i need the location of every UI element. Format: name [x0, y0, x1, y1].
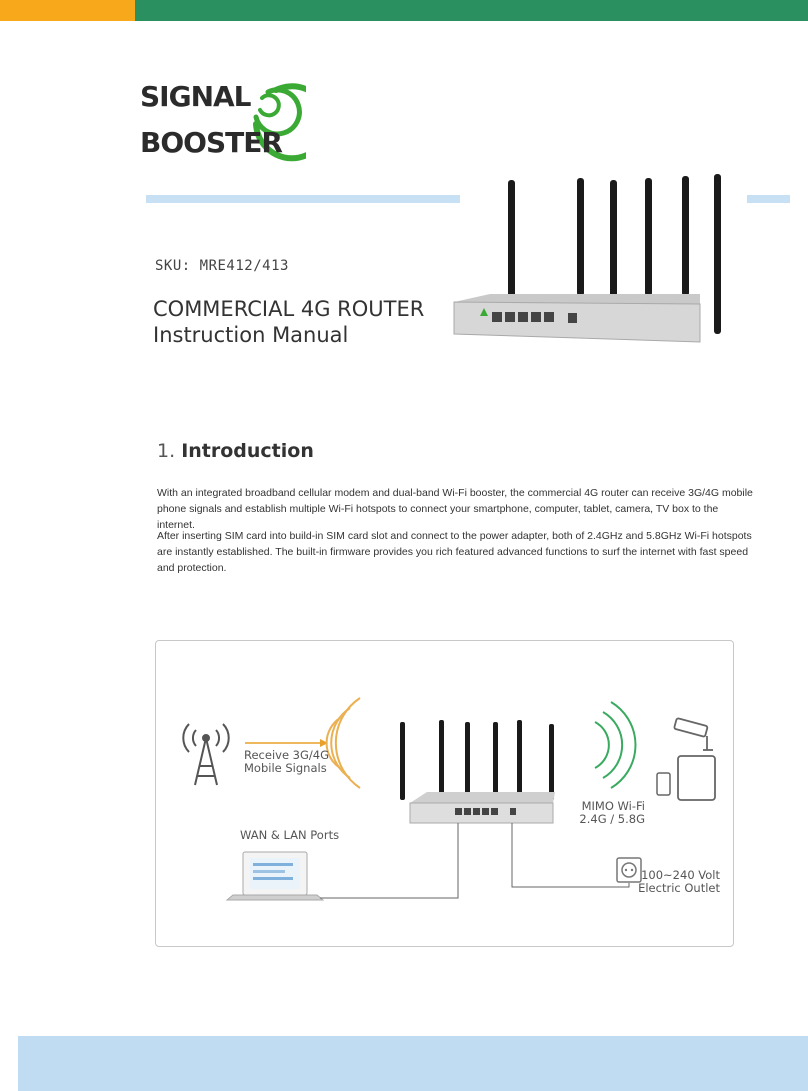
mimo-wifi-label: MIMO Wi-Fi 2.4G / 5.8G — [579, 799, 645, 826]
sku-label: SKU: MRE412/413 — [155, 258, 289, 274]
section-heading: 1. Introduction — [157, 440, 314, 462]
document-title: COMMERCIAL 4G ROUTER — [153, 297, 425, 321]
receive-signals-label: Receive 3G/4G Mobile Signals — [244, 748, 330, 775]
lan-cable — [320, 823, 459, 899]
header-bar-green — [135, 0, 808, 21]
tablet-icon — [677, 755, 716, 801]
electric-outlet-label: 100~240 Volt Electric Outlet — [638, 868, 720, 895]
accent-stripe-left — [146, 195, 460, 203]
intro-paragraph-1: With an integrated broadband cellular mo… — [157, 487, 753, 531]
header-bar-orange — [0, 0, 135, 21]
section-number: 1. — [157, 440, 176, 462]
power-cable — [511, 823, 630, 888]
security-camera-icon — [673, 717, 713, 751]
wifi-waves-icon — [594, 701, 637, 789]
intro-paragraph-2: After inserting SIM card into build-in S… — [157, 530, 752, 574]
mobile-signal-waves-icon — [325, 697, 361, 789]
power-outlet-icon — [616, 857, 642, 883]
laptop-icon — [225, 851, 325, 901]
signal-booster-logo: SIGNAL BOOSTER — [140, 80, 306, 162]
logo-line2: BOOSTER — [140, 126, 282, 159]
accent-stripe-right — [747, 195, 790, 203]
cell-tower-icon — [182, 723, 230, 786]
wan-lan-label: WAN & LAN Ports — [240, 828, 340, 842]
document-subtitle: Instruction Manual — [153, 323, 349, 347]
smartphone-icon — [656, 772, 671, 796]
router-image — [453, 174, 721, 343]
router-icon — [400, 720, 555, 824]
signal-arrow-head — [320, 739, 328, 747]
section-title: Introduction — [181, 440, 314, 462]
logo-line1: SIGNAL — [140, 80, 252, 113]
footer-bar — [18, 1036, 808, 1091]
connection-diagram-art — [182, 697, 716, 901]
